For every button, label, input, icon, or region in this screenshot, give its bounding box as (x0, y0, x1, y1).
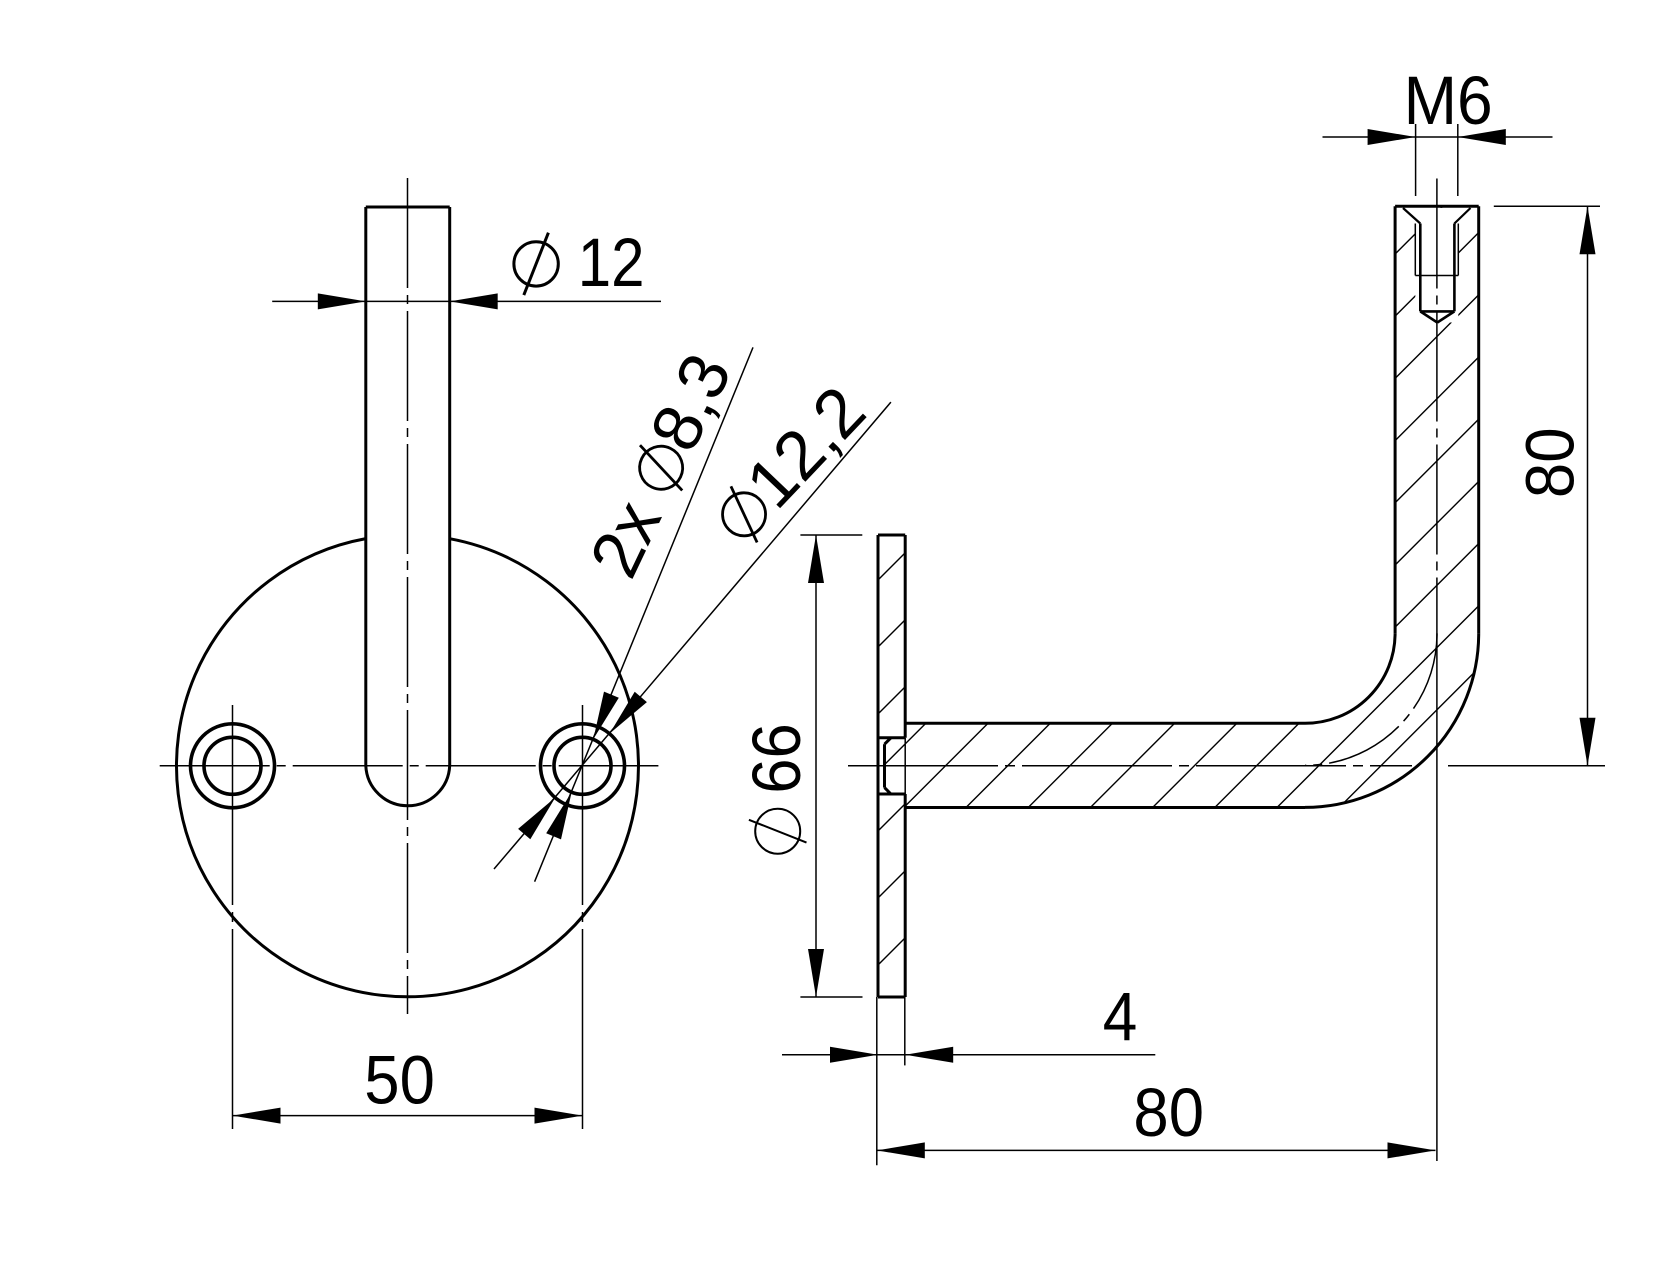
svg-text:M6: M6 (1404, 63, 1493, 140)
svg-text:80: 80 (1512, 427, 1589, 498)
svg-text:66: 66 (739, 723, 816, 794)
svg-text:80: 80 (1133, 1074, 1204, 1151)
svg-text:12: 12 (578, 223, 645, 301)
svg-text:4: 4 (1103, 978, 1138, 1055)
svg-text:50: 50 (364, 1042, 435, 1119)
